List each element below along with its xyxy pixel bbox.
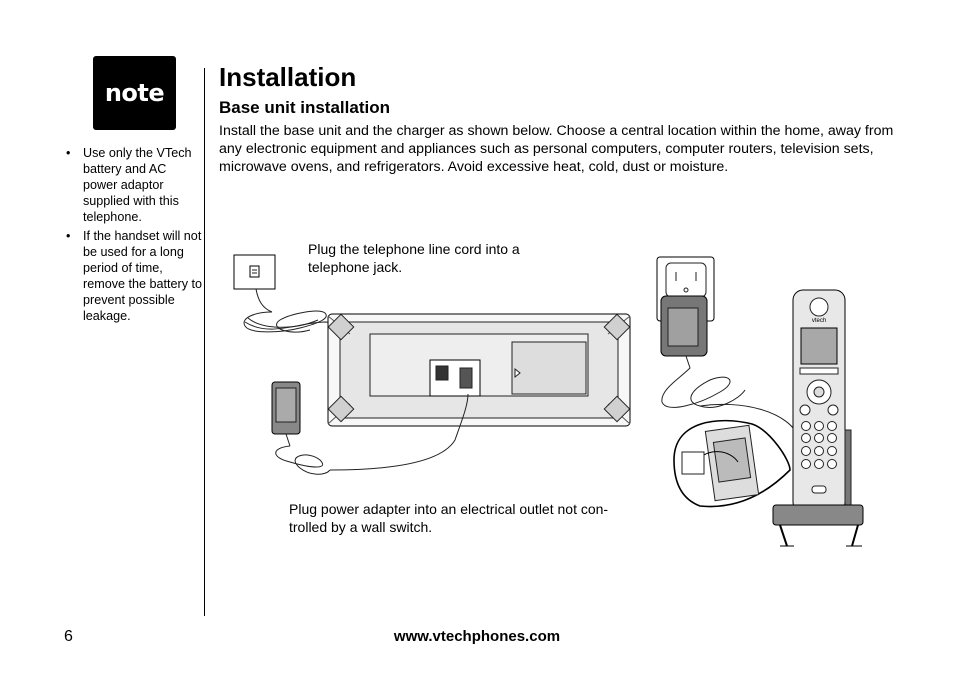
battery-detail-callout xyxy=(673,419,791,508)
page-title: Installation xyxy=(219,62,357,92)
power-adapter-charger xyxy=(660,295,801,441)
callout-phone-line: Plug the telephone line cord into a tele… xyxy=(308,241,520,275)
note-badge: note xyxy=(93,56,176,130)
cordless-handset xyxy=(792,289,846,513)
telephone-jack-icon xyxy=(233,254,276,290)
handset-brand-label: vtech xyxy=(812,318,826,324)
base-unit xyxy=(327,313,631,427)
page-number: 6 xyxy=(64,628,73,645)
power-adapter-base xyxy=(271,381,469,475)
side-notes: Use only the VTech battery and AC power … xyxy=(64,145,202,327)
intro-paragraph: Install the base unit and the charger as… xyxy=(219,123,894,175)
charger-cradle xyxy=(772,429,864,547)
note-bullet-leakage: If the handset will not be used for a lo… xyxy=(64,228,202,324)
section-subtitle: Base unit installation xyxy=(219,98,390,117)
callout-power: Plug power adapter into an electrical ou… xyxy=(289,501,609,535)
column-divider xyxy=(204,68,205,616)
footer-website: www.vtechphones.com xyxy=(393,628,561,645)
note-bullet-battery: Use only the VTech battery and AC power … xyxy=(64,145,202,225)
